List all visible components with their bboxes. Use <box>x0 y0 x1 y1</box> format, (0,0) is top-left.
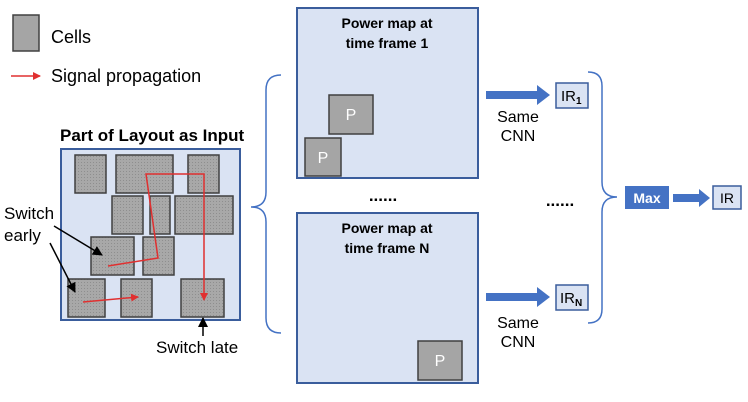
power-map-n-title-line1: Power map at <box>341 220 432 236</box>
signal-path-long <box>107 173 208 301</box>
cnn-top-label-line1: Same <box>497 109 539 126</box>
cnn-bottom-arrow <box>486 287 550 307</box>
switch-late-label: Switch late <box>156 338 238 357</box>
power-cell <box>304 137 342 177</box>
signal-paths <box>82 173 208 303</box>
ir-n-label: IRN <box>560 290 582 309</box>
layout-cell <box>149 195 171 235</box>
layout-cell <box>180 278 225 318</box>
switch-early-pointer-1 <box>53 225 103 256</box>
legend-cells-label: Cells <box>51 27 91 47</box>
switch-early-label-line2: early <box>4 226 41 245</box>
ir-1-sub: 1 <box>576 96 582 107</box>
ir-out-box <box>712 185 742 210</box>
ir-n-box <box>555 284 589 311</box>
signal-path-short <box>82 293 139 303</box>
layout-panel: Part of Layout as Input Switch early Swi… <box>4 126 245 357</box>
power-map-1-title-line1: Power map at <box>341 15 432 31</box>
layout-cell <box>74 154 107 194</box>
max-label: Max <box>633 190 660 206</box>
ir-1-base: IR <box>561 88 576 105</box>
right-dots: ...... <box>546 191 574 210</box>
switch-early-pointer-2 <box>49 242 76 293</box>
right-bracket <box>587 71 618 324</box>
max-arrow <box>673 189 710 207</box>
layout-cell <box>90 236 135 276</box>
cnn-bottom-label-line2: CNN <box>501 334 536 351</box>
power-cell-label: P <box>318 150 329 167</box>
cnn-bottom: Same CNN IRN <box>486 284 589 351</box>
cnn-bottom-label-line1: Same <box>497 315 539 332</box>
cnn-top: Same CNN IR1 <box>486 82 589 145</box>
layout-panel-title: Part of Layout as Input <box>60 126 245 145</box>
ir-out-label: IR <box>720 190 734 206</box>
left-bracket <box>250 74 282 334</box>
power-map-1-title-line2: time frame 1 <box>346 35 429 51</box>
cnn-top-arrow <box>486 85 550 105</box>
ir-n-base: IR <box>560 290 575 307</box>
layout-cell <box>111 195 144 235</box>
middle-dots: ...... <box>369 186 397 205</box>
power-map-1: Power map at time frame 1 P P <box>296 7 479 179</box>
switch-early-label-line1: Switch <box>4 204 54 223</box>
max-block: Max IR <box>625 185 742 210</box>
power-map-n: Power map at time frame N P <box>296 212 479 384</box>
power-map-n-title-line2: time frame N <box>345 240 430 256</box>
layout-cell <box>67 278 106 318</box>
legend: Cells Signal propagation <box>11 14 201 86</box>
power-cell-label: P <box>435 353 446 370</box>
legend-signal-label: Signal propagation <box>51 66 201 86</box>
layout-cell <box>142 236 175 276</box>
ir-1-box <box>555 82 589 109</box>
cnn-top-label-line2: CNN <box>501 128 536 145</box>
ir-n-sub: N <box>575 298 582 309</box>
legend-cell-swatch <box>12 14 40 52</box>
max-box <box>625 186 669 209</box>
power-cell <box>328 94 374 135</box>
power-cell <box>417 340 463 381</box>
power-cell-label: P <box>346 107 357 124</box>
ir-1-label: IR1 <box>561 88 582 107</box>
